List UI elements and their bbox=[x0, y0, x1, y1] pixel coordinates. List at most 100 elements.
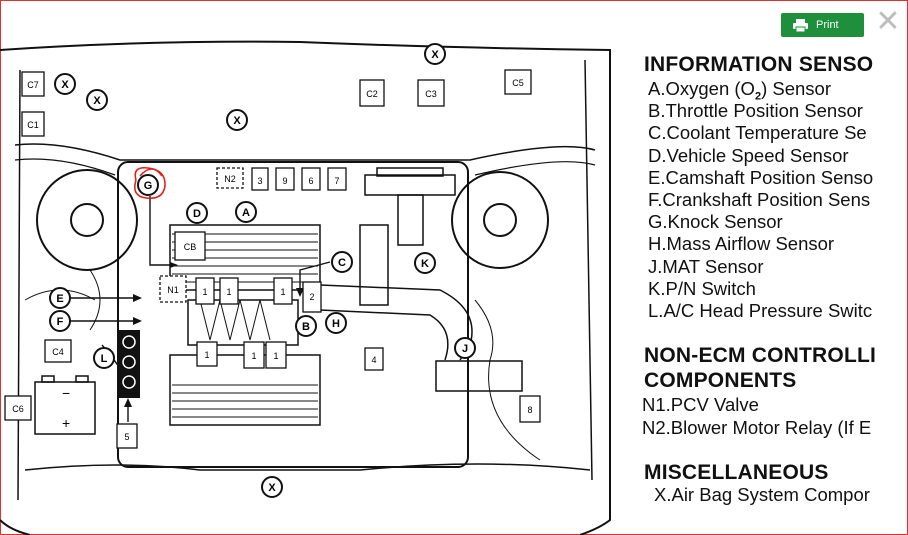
miscellaneous-heading: MISCELLANEOUS bbox=[644, 461, 829, 484]
item-key: N1. bbox=[642, 394, 671, 415]
non-ecm-heading-1: NON-ECM CONTROLLI bbox=[644, 344, 877, 367]
item-subscript: 2 bbox=[754, 90, 762, 103]
printer-icon bbox=[793, 18, 808, 32]
battery-plus: + bbox=[62, 415, 70, 431]
connector-c5 bbox=[504, 69, 532, 95]
marker-x-4: X bbox=[431, 49, 439, 61]
connector-n2 bbox=[216, 167, 244, 189]
item-key: X. bbox=[654, 484, 672, 505]
item-key: E. bbox=[648, 166, 666, 188]
marker-e: E bbox=[56, 293, 63, 305]
svg-text:2: 2 bbox=[309, 292, 314, 302]
non-ecm-item: N2. Blower Motor Relay (If E bbox=[642, 417, 871, 439]
information-sensor-item: F. Crankshaft Position Sens bbox=[648, 189, 870, 211]
item-text-tail: ) Sensor bbox=[761, 78, 831, 99]
svg-text:4: 4 bbox=[371, 355, 376, 365]
svg-text:1: 1 bbox=[251, 351, 256, 361]
marker-d: D bbox=[193, 208, 201, 220]
non-ecm-item: N1. PCV Valve bbox=[642, 394, 759, 416]
item-text: Mass Airflow Sensor bbox=[666, 233, 835, 255]
marker-l: L bbox=[101, 353, 108, 365]
connector-c1 bbox=[21, 111, 45, 137]
marker-h: H bbox=[332, 318, 340, 330]
marker-b: B bbox=[302, 321, 310, 333]
marker-c: C bbox=[338, 257, 346, 269]
information-sensor-item: J. MAT Sensor bbox=[648, 256, 764, 278]
marker-f: F bbox=[57, 316, 64, 328]
label-c1: C1 bbox=[27, 120, 39, 130]
svg-text:1: 1 bbox=[204, 350, 209, 360]
marker-a: A bbox=[242, 207, 250, 219]
label-c3: C3 bbox=[425, 89, 437, 99]
svg-text:1: 1 bbox=[202, 287, 207, 297]
connector-c7 bbox=[21, 71, 45, 97]
marker-x-3: X bbox=[233, 115, 241, 127]
item-text: Blower Motor Relay (If E bbox=[670, 417, 872, 438]
svg-text:8: 8 bbox=[527, 405, 532, 415]
connector-n1 bbox=[159, 275, 187, 303]
item-text: Crankshaft Position Sens bbox=[662, 189, 871, 210]
label-c6: C6 bbox=[12, 404, 24, 414]
marker-g: G bbox=[144, 180, 153, 192]
item-text: Oxygen (O bbox=[665, 78, 755, 99]
label-c7: C7 bbox=[27, 80, 39, 90]
item-text: Coolant Temperature Se bbox=[666, 122, 867, 144]
item-key: A. bbox=[648, 78, 666, 99]
item-key: F. bbox=[648, 189, 663, 210]
item-key: B. bbox=[648, 100, 666, 122]
item-text: Vehicle Speed Sensor bbox=[666, 144, 849, 166]
item-text: Camshaft Position Senso bbox=[665, 166, 874, 188]
label-c4: C4 bbox=[52, 347, 64, 357]
connector-c2 bbox=[359, 79, 385, 107]
item-key: C. bbox=[648, 122, 667, 144]
miscellaneous-item: X. Air Bag System Compor bbox=[654, 484, 870, 506]
svg-text:1: 1 bbox=[280, 287, 285, 297]
item-key: H. bbox=[648, 233, 667, 255]
battery bbox=[34, 375, 96, 435]
item-key: J. bbox=[648, 255, 663, 277]
marker-x-1: X bbox=[61, 79, 69, 91]
label-cb: CB bbox=[184, 242, 197, 252]
label-c5: C5 bbox=[512, 78, 524, 88]
information-sensor-item: D. Vehicle Speed Sensor bbox=[648, 145, 849, 167]
highlight-scribble bbox=[133, 166, 166, 200]
information-sensor-item: G. Knock Sensor bbox=[648, 211, 783, 233]
connector-cb bbox=[174, 231, 206, 261]
svg-text:5: 5 bbox=[124, 432, 129, 442]
item-key: K. bbox=[648, 277, 666, 299]
item-text: A/C Head Pressure Switc bbox=[663, 300, 873, 321]
item-text: Knock Sensor bbox=[667, 211, 783, 233]
label-n2: N2 bbox=[224, 174, 236, 184]
non-ecm-heading-2: COMPONENTS bbox=[644, 369, 797, 392]
battery-minus: − bbox=[62, 385, 70, 401]
svg-text:3: 3 bbox=[257, 176, 262, 186]
label-n1: N1 bbox=[167, 285, 179, 295]
svg-text:9: 9 bbox=[282, 176, 287, 186]
print-label: Print bbox=[816, 19, 839, 31]
item-key: D. bbox=[648, 144, 667, 166]
connector-c4 bbox=[44, 339, 72, 363]
marker-j: J bbox=[462, 343, 468, 355]
item-key: L. bbox=[648, 300, 664, 321]
item-text: MAT Sensor bbox=[662, 255, 764, 277]
svg-text:1: 1 bbox=[273, 351, 278, 361]
information-sensor-item: C. Coolant Temperature Se bbox=[648, 122, 867, 144]
close-icon[interactable]: ✕ bbox=[875, 4, 901, 39]
marker-k: K bbox=[421, 258, 429, 270]
svg-text:7: 7 bbox=[334, 176, 339, 186]
item-text: PCV Valve bbox=[670, 394, 759, 415]
information-sensor-item: E. Camshaft Position Senso bbox=[648, 167, 873, 189]
information-sensor-item: H. Mass Airflow Sensor bbox=[648, 233, 834, 255]
information-sensor-item: L. A/C Head Pressure Switc bbox=[648, 300, 872, 322]
item-key: G. bbox=[648, 211, 668, 233]
information-sensor-item: K. P/N Switch bbox=[648, 278, 756, 300]
print-button[interactable]: Print bbox=[781, 13, 864, 37]
marker-x-2: X bbox=[93, 95, 101, 107]
connector-c3 bbox=[417, 79, 445, 107]
item-key: N2. bbox=[642, 417, 671, 438]
item-text: P/N Switch bbox=[665, 277, 756, 299]
engine-compartment-diagram: − + C7 C1 C 2 C3 C5 bbox=[0, 40, 611, 535]
information-sensor-item: A. Oxygen (O2) Sensor bbox=[648, 78, 831, 103]
item-text: Air Bag System Compor bbox=[671, 484, 870, 505]
